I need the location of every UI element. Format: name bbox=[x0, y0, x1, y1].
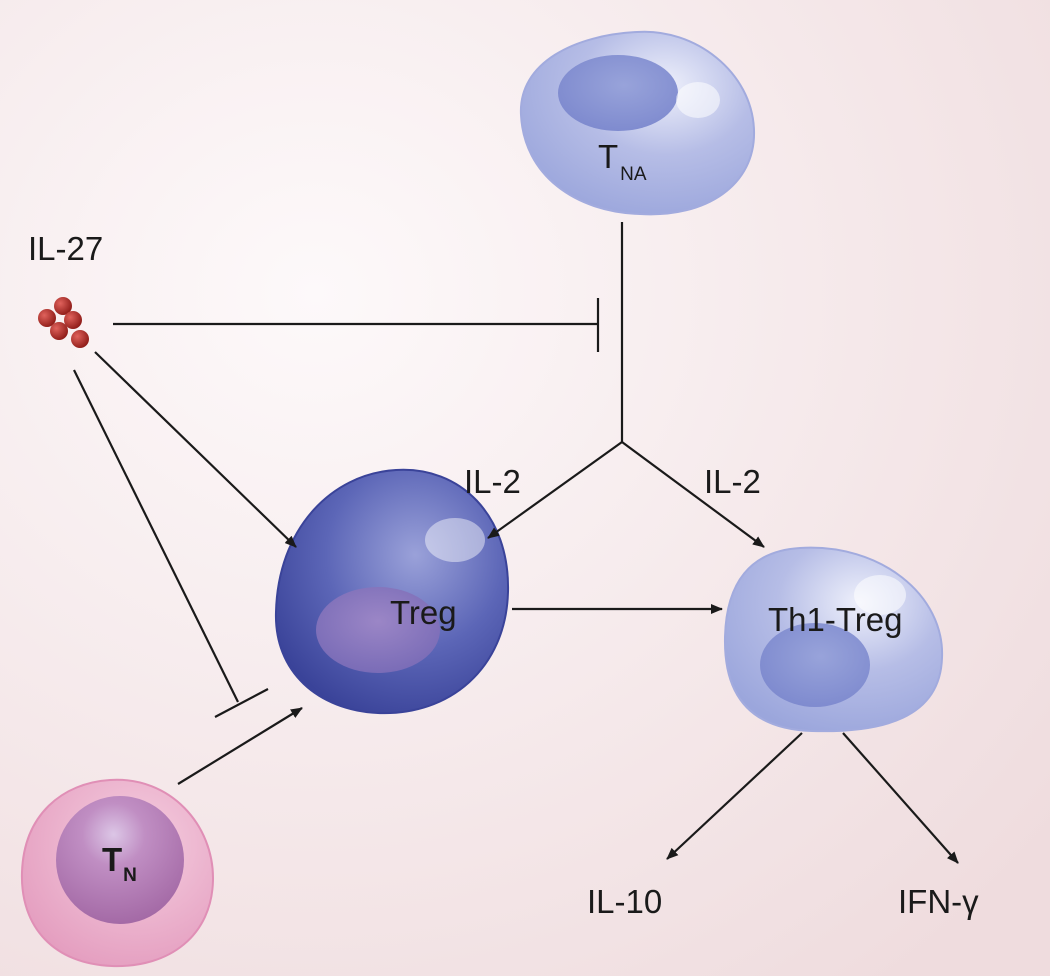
th1treg-cell bbox=[723, 546, 944, 733]
il27-particle bbox=[50, 322, 68, 340]
il2-label-right: IL-2 bbox=[704, 463, 761, 500]
tn-nucleus bbox=[56, 796, 184, 924]
tna-highlight bbox=[676, 82, 720, 118]
th1treg-nucleus bbox=[760, 623, 870, 707]
treg-highlight bbox=[425, 518, 485, 562]
arrow-to-th1treg bbox=[621, 441, 765, 548]
il27-particle bbox=[64, 311, 82, 329]
treg-cell bbox=[274, 468, 510, 715]
arrow-tn-to-treg bbox=[177, 707, 303, 785]
tna-cell bbox=[519, 30, 756, 216]
il27-particle bbox=[54, 297, 72, 315]
th1treg-label: Th1-Treg bbox=[768, 601, 903, 638]
il27-particle bbox=[38, 309, 56, 327]
tna-nucleus bbox=[558, 55, 678, 131]
arrow-il27-to-treg bbox=[94, 351, 297, 548]
treg-nucleus bbox=[316, 587, 440, 673]
il10-label: IL-10 bbox=[587, 883, 663, 920]
tna-label-subscript: NA bbox=[620, 164, 647, 185]
il27-inhibit-tn-line bbox=[73, 369, 239, 703]
tn-label-subscript: N bbox=[123, 865, 137, 886]
il27-label: IL-27 bbox=[28, 230, 104, 267]
ifng-label: IFN-γ bbox=[898, 883, 979, 920]
tna-label-main: T bbox=[598, 138, 619, 175]
il27-particle bbox=[71, 330, 89, 348]
tn-label: TN bbox=[102, 841, 137, 885]
th1treg-highlight bbox=[854, 575, 906, 615]
il27-particles bbox=[38, 297, 89, 348]
arrow-to-il10 bbox=[666, 732, 803, 860]
il2-label-left: IL-2 bbox=[464, 463, 521, 500]
il27-inhibit-tn-bar bbox=[214, 688, 269, 718]
arrow-to-treg bbox=[487, 441, 623, 539]
treg-label: Treg bbox=[390, 594, 457, 631]
arrow-to-ifng bbox=[842, 732, 959, 864]
tn-label-main: T bbox=[102, 841, 123, 878]
tn-cell bbox=[20, 778, 215, 968]
